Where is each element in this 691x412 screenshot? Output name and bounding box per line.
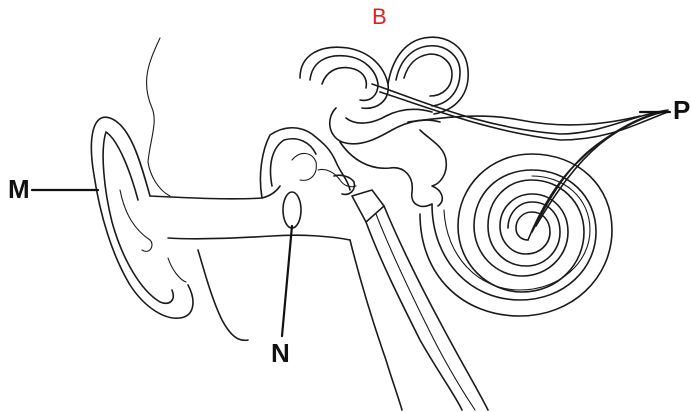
label-p: P (673, 97, 690, 123)
label-n: N (271, 340, 290, 366)
eustachian-tube (350, 190, 488, 410)
face-outline (147, 38, 170, 196)
semicircular-canals (300, 37, 468, 206)
label-b: B (372, 6, 387, 28)
middle-ear (260, 128, 356, 198)
eardrum (283, 192, 301, 228)
pinna (91, 117, 248, 340)
ear-canal (150, 186, 350, 240)
leader-line-n (282, 226, 292, 336)
cochlea (420, 154, 612, 316)
label-m: M (8, 176, 30, 202)
